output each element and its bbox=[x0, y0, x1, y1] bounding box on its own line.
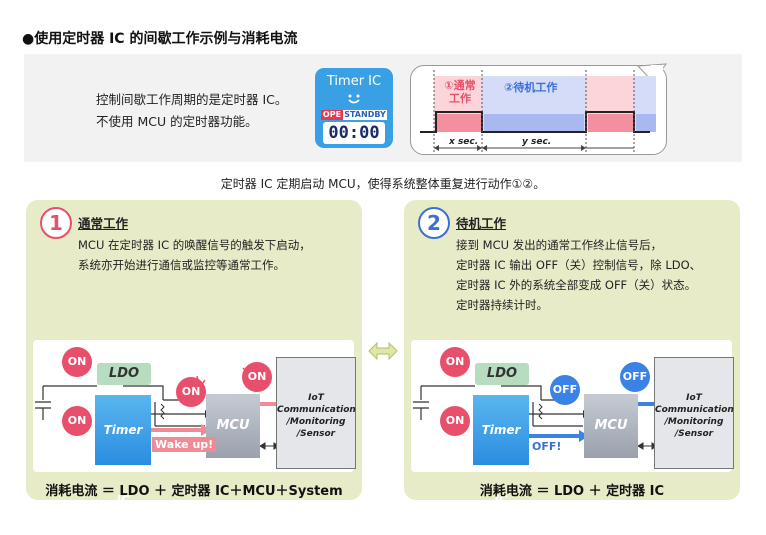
panel-1-heading: 通常工作 bbox=[78, 216, 129, 231]
panel-1-formula: 消耗电流 ＝ LDO ＋ 定时器 IC＋MCU＋System bbox=[45, 484, 343, 499]
panel-1-body: MCU 在定时器 IC 的唤醒信号的触发下启动， 系统亦开始进行通信或监控等通常… bbox=[78, 235, 311, 275]
system-on-badge: ON bbox=[242, 362, 272, 392]
timer-ic-block: Timer IC bbox=[95, 395, 151, 507]
standby-mode-label: ②待机工作 bbox=[504, 81, 558, 94]
ldo-on-badge: ON bbox=[62, 347, 92, 377]
system-block: IoT Communication /Monitoring /Sensor bbox=[276, 357, 356, 469]
ldo-on-badge: ON bbox=[440, 347, 470, 377]
timer-badge-name: Timer IC bbox=[326, 74, 382, 89]
normal-label-2: 工作 bbox=[449, 92, 471, 105]
intro-text: 控制间歇工作周期的是定时器 IC。 不使用 MCU 的定时器功能。 bbox=[96, 89, 287, 133]
timer-on-badge: ON bbox=[62, 406, 92, 436]
system-line: Communication bbox=[655, 405, 734, 415]
off-signal: OFF! bbox=[532, 440, 562, 453]
system-line: /Monitoring bbox=[664, 417, 724, 427]
system-line: Communication bbox=[277, 405, 356, 415]
system-line: /Monitoring bbox=[286, 417, 346, 427]
system-block: IoT Communication /Monitoring /Sensor bbox=[654, 357, 734, 469]
clock-display: 00:00 bbox=[323, 122, 385, 144]
panel-2-body-line: 定时器 IC 输出 OFF（关）控制信号，除 LDO、 bbox=[456, 258, 702, 272]
panel-1-number: 1 bbox=[40, 207, 72, 239]
normal-label-1: ①通常 bbox=[444, 79, 476, 92]
panel-2-number: 2 bbox=[418, 207, 450, 239]
panel-2-heading: 待机工作 bbox=[456, 216, 507, 231]
system-line: IoT bbox=[686, 393, 702, 403]
wake-up-signal: Wake up! bbox=[152, 437, 217, 452]
x-sec-label: x sec. bbox=[449, 137, 479, 147]
timer-ic-block: Timer IC bbox=[473, 395, 529, 507]
panel-2-body-line: 定时器持续计时。 bbox=[456, 298, 548, 312]
system-line: IoT bbox=[308, 393, 324, 403]
caption: 定时器 IC 定期启动 MCU，使得系统整体重复进行动作①②。 bbox=[220, 177, 546, 191]
panel-1-body-line: 系统亦开始进行通信或监控等通常工作。 bbox=[78, 258, 285, 272]
ope-label: OPE bbox=[321, 110, 343, 120]
cycle-arrow-icon bbox=[368, 341, 398, 361]
ldo-block: LDO bbox=[475, 363, 529, 385]
ldo-block: LDO bbox=[97, 363, 151, 385]
system-off-badge: OFF bbox=[620, 362, 650, 392]
timer-ic-badge: Timer IC OPE STANDBY 00:00 bbox=[315, 68, 393, 148]
panel-2-body-line: 接到 MCU 发出的通常工作终止信号后， bbox=[456, 238, 663, 252]
panel-2-body-line: 定时器 IC 外的系统全部变成 OFF（关）状态。 bbox=[456, 278, 697, 292]
panel-1-body-line: MCU 在定时器 IC 的唤醒信号的触发下启动， bbox=[78, 238, 311, 252]
page-title: ●使用定时器 IC 的间歇工作示例与消耗电流 bbox=[22, 31, 298, 47]
smile-icon bbox=[348, 94, 360, 104]
intro-line-2: 不使用 MCU 的定时器功能。 bbox=[96, 114, 258, 129]
normal-mode-label: ①通常 工作 bbox=[438, 79, 482, 105]
mcu-off-badge: OFF bbox=[550, 375, 580, 405]
system-line: /Sensor bbox=[674, 429, 714, 439]
panel-2-formula: 消耗电流 ＝ LDO ＋ 定时器 IC bbox=[479, 484, 665, 499]
mcu-block: MCU bbox=[584, 394, 638, 458]
standby-label: STANDBY bbox=[343, 110, 387, 120]
mcu-on-badge: ON bbox=[176, 377, 206, 407]
system-line: /Sensor bbox=[296, 429, 336, 439]
y-sec-label: y sec. bbox=[522, 137, 552, 147]
intro-line-1: 控制间歇工作周期的是定时器 IC。 bbox=[96, 92, 288, 107]
timer-on-badge: ON bbox=[440, 406, 470, 436]
timing-diagram bbox=[420, 63, 668, 154]
panel-2-body: 接到 MCU 发出的通常工作终止信号后， 定时器 IC 输出 OFF（关）控制信… bbox=[456, 235, 701, 315]
